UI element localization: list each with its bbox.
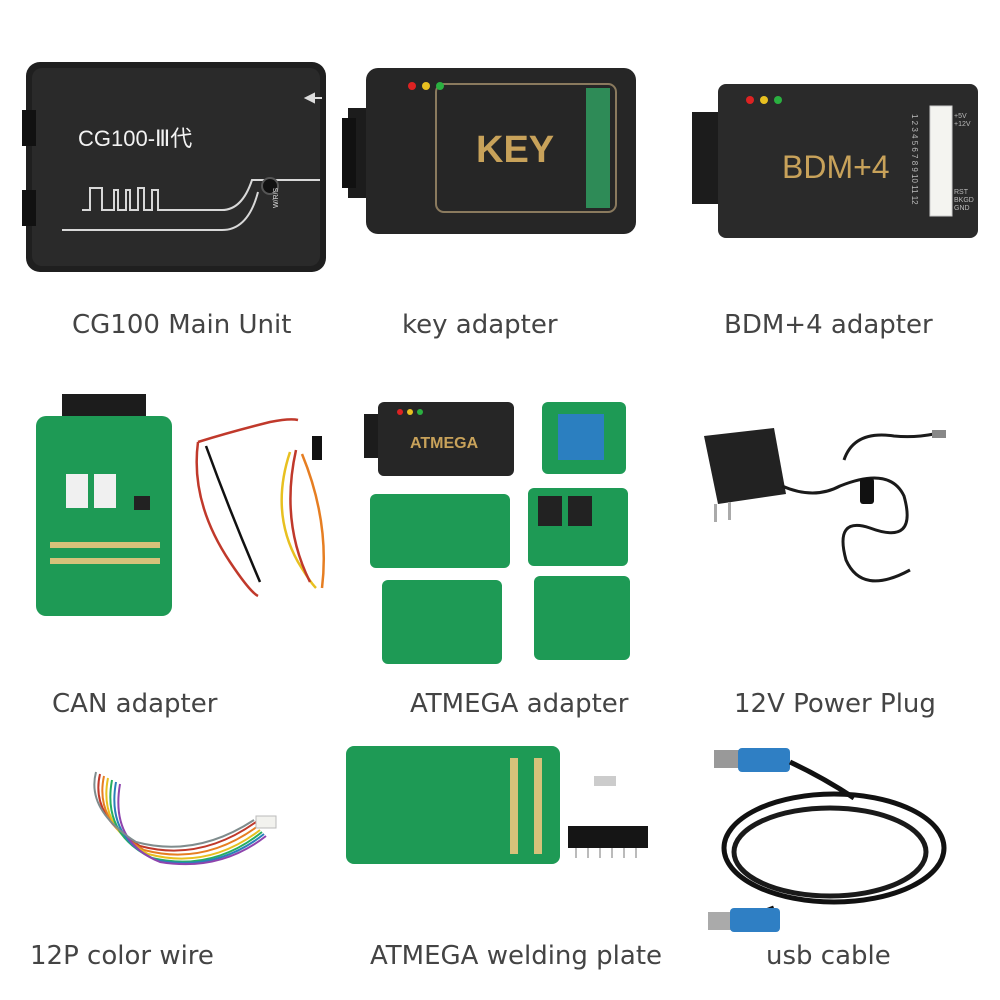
caption-main-unit: CG100 Main Unit: [72, 310, 292, 340]
caption-welding-plate: ATMEGA welding plate: [370, 941, 663, 971]
usb-cable-image: [708, 748, 947, 932]
caption-bdm-adapter: BDM+4 adapter: [724, 310, 933, 340]
bdm-pin-gnd: GND: [954, 205, 970, 212]
bdm-adapter-label: BDM+4: [782, 149, 890, 185]
bdm-pin-12v: +12V: [954, 121, 971, 128]
atmega-adapter-label: ATMEGA: [410, 435, 479, 452]
caption-power-plug: 12V Power Plug: [734, 689, 936, 719]
bdm-pin-rst: RST: [954, 189, 969, 196]
bdm-pin-bkgd: BKGD: [954, 197, 974, 204]
can-adapter-image: [36, 394, 325, 616]
caption-key-adapter: key adapter: [402, 310, 558, 340]
color-wire-image: [93, 771, 277, 866]
bdm-pin-numbers: 1 2 3 4 5 6 7 8 9 10 11 12: [910, 114, 919, 205]
caption-atmega-adapter: ATMEGA adapter: [410, 689, 629, 719]
key-adapter-image: KEY: [342, 68, 636, 234]
key-adapter-label: KEY: [476, 129, 554, 171]
cg100-main-unit-image: CG100-Ⅲ代 W/R/S: [22, 62, 326, 272]
welding-plate-image: [346, 746, 648, 864]
bdm-pin-5v: +5V: [954, 113, 967, 120]
main-unit-button-label: W/R/S: [273, 187, 280, 208]
atmega-adapter-image: ATMEGA: [364, 402, 630, 664]
main-unit-model-label: CG100-Ⅲ代: [78, 126, 192, 151]
caption-can-adapter: CAN adapter: [52, 689, 218, 719]
power-plug-image: [704, 428, 946, 583]
caption-usb-cable: usb cable: [766, 941, 891, 971]
bdm-adapter-image: BDM+4 1 2 3 4 5 6 7 8 9 10 11 12 +5V +12…: [692, 84, 978, 238]
caption-color-wire: 12P color wire: [30, 941, 214, 971]
